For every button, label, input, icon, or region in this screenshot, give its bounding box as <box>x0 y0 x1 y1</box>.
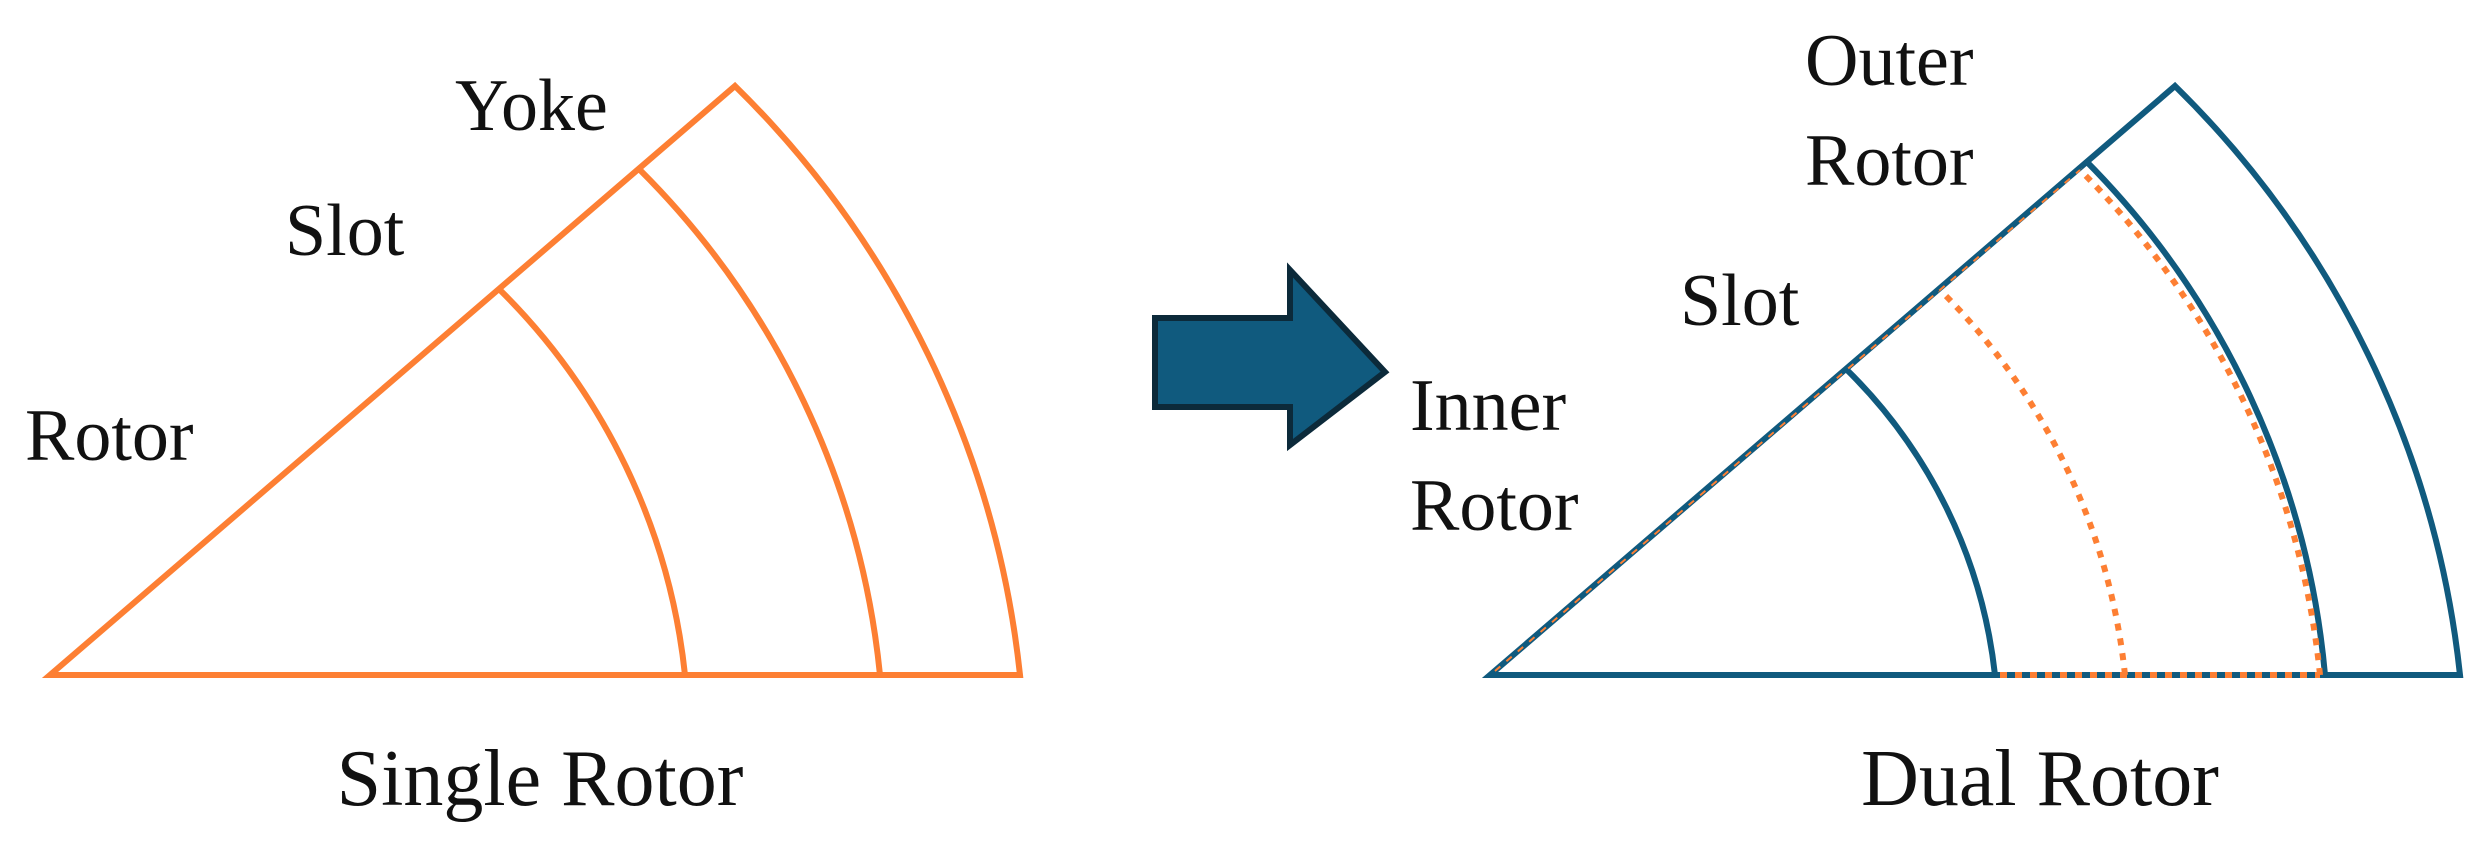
outer-rotor-boundary-arc <box>2082 157 2328 676</box>
dual-rotor-sector <box>1481 81 2464 678</box>
single-rotor-sector <box>41 81 1024 678</box>
dual-slot-middle-dotted-arc <box>1937 287 2128 676</box>
outer-rotor-label-line1: Outer <box>1805 20 1974 102</box>
dual-rotor-outline <box>1481 81 2464 678</box>
single-rotor-outline <box>41 81 1024 678</box>
single-slot-yoke-arc <box>637 167 883 676</box>
inner-rotor-label-line1: Inner <box>1410 365 1566 447</box>
right-arrow-icon <box>1152 262 1390 452</box>
dual-rotor-caption: Dual Rotor <box>1861 735 2219 823</box>
inner-rotor-boundary-arc <box>1842 365 1998 676</box>
dual-slot-outer-dotted-arc <box>2077 167 2323 676</box>
outer-rotor-label-line2: Rotor <box>1805 120 1974 202</box>
single-rotor-caption: Single Rotor <box>337 735 744 823</box>
slot-label: Slot <box>285 190 405 272</box>
yoke-label: Yoke <box>455 65 608 147</box>
single-rotor-labels: Yoke Slot Rotor Single Rotor <box>25 65 743 823</box>
dual-slot-label: Slot <box>1680 260 1800 342</box>
single-rotor-slot-arc <box>497 287 688 676</box>
inner-rotor-label-line2: Rotor <box>1410 465 1579 547</box>
rotor-label: Rotor <box>25 395 194 477</box>
dual-slot-dotted-overlay <box>1494 167 2323 678</box>
dual-rotor-labels: Outer Rotor Slot Inner Rotor Dual Rotor <box>1410 20 2219 823</box>
